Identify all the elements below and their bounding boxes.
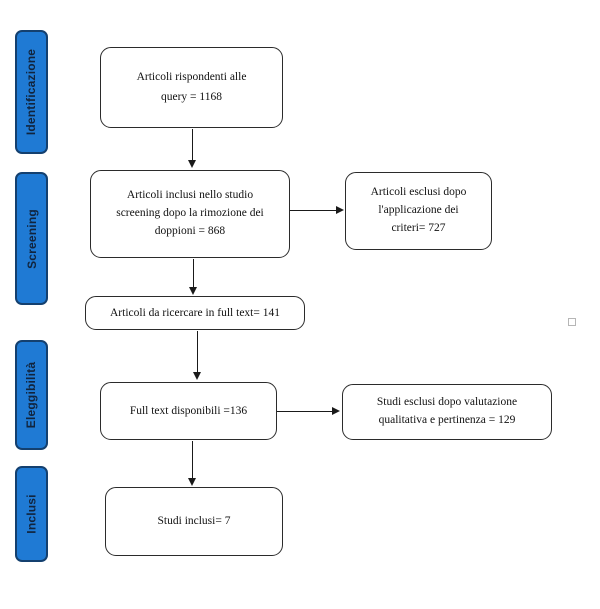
stage-label-identificazione: Identificazione [24,48,39,136]
box-fulltext-sought-text: Articoli da ricercare in full text= 141 [110,306,280,319]
box-records-identified-text: Articoli rispondenti alle query = 1168 [136,70,247,103]
box-studies-included-text: Studi inclusi= 7 [157,515,231,528]
stage-bar-identificazione: Identificazione [15,30,48,154]
box-records-excluded: Articoli esclusi dopo l'applicazione dei… [345,172,492,250]
stage-label-inclusi: Inclusi [24,494,39,534]
arrow-head-down-icon [187,478,196,486]
connector-line [197,331,199,374]
stage-bar-screening: Screening [15,172,48,305]
box-records-identified: Articoli rispondenti alle query = 1168 [100,47,283,128]
box-records-excluded-text: Articoli esclusi dopo l'applicazione dei… [370,186,467,234]
stage-label-eleggibilita: Eleggibilità [24,361,39,429]
arrow-head-right-icon [336,205,344,214]
connector-line [193,259,195,289]
arrow-head-down-icon [192,372,201,380]
arrow-head-down-icon [187,160,196,168]
box-fulltext-assessed: Full text disponibili =136 [100,382,277,440]
box-studies-included: Studi inclusi= 7 [105,487,283,556]
arrow-head-down-icon [188,287,197,295]
box-records-screened-text: Articoli inclusi nello studio screening … [116,189,264,237]
box-studies-excluded-text: Studi esclusi dopo valutazione qualitati… [376,396,518,426]
stray-square-marker-icon [568,318,576,326]
box-studies-excluded: Studi esclusi dopo valutazione qualitati… [342,384,552,440]
box-fulltext-sought: Articoli da ricercare in full text= 141 [85,296,305,330]
box-records-screened: Articoli inclusi nello studio screening … [90,170,290,258]
arrow-head-right-icon [332,406,340,415]
stage-bar-eleggibilita: Eleggibilità [15,340,48,450]
stage-label-screening: Screening [24,208,39,269]
stage-bar-inclusi: Inclusi [15,466,48,562]
connector-line [192,441,194,480]
connector-line [290,210,337,212]
box-fulltext-assessed-text: Full text disponibili =136 [129,404,248,417]
connector-line [277,411,333,413]
connector-line [192,129,194,162]
